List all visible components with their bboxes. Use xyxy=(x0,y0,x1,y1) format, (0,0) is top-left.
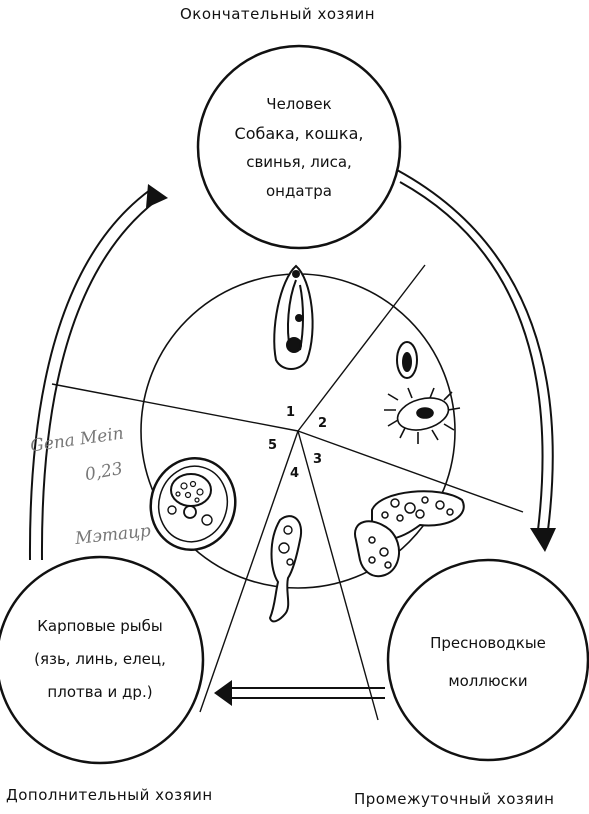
additional-host-circle xyxy=(0,555,205,765)
redia-icon xyxy=(354,490,465,578)
host-line: моллюски xyxy=(448,672,528,690)
definitive-host-circle xyxy=(196,44,402,250)
stage-number: 2 xyxy=(318,416,328,431)
egg-icon xyxy=(396,341,418,379)
adult-fluke-icon xyxy=(273,264,314,370)
sector-lines xyxy=(51,264,524,721)
intermediate-host-species: Пресноводкые моллюски xyxy=(388,624,588,700)
miracidium-icon xyxy=(384,387,461,444)
intermediate-host-label: Промежуточный хозяин xyxy=(354,790,555,808)
additional-host-label: Дополнительный хозяин xyxy=(6,786,213,804)
host-line: Человек xyxy=(266,95,332,113)
stage-number: 4 xyxy=(290,466,300,481)
stage-number: 5 xyxy=(268,438,278,453)
additional-host-species: Карповые рыбы (язь, линь, елец, плотва и… xyxy=(0,610,200,709)
host-line: ондатра xyxy=(266,182,332,200)
host-line: свинья, лиса, xyxy=(246,153,352,171)
definitive-host-species: Человек Собака, кошка, свинья, лиса, онд… xyxy=(198,90,400,206)
definitive-host-label: Окончательный хозяин xyxy=(180,5,376,23)
host-line: Собака, кошка, xyxy=(234,124,364,143)
host-line: плотва и др.) xyxy=(47,683,153,701)
stage-number: 3 xyxy=(313,452,323,467)
cycle-arrows xyxy=(28,169,556,706)
host-line: Пресноводкые xyxy=(430,634,546,652)
intermediate-host-circle xyxy=(386,558,589,762)
stage-number: 1 xyxy=(286,405,296,420)
metacercaria-icon xyxy=(149,457,237,551)
host-line: Карповые рыбы xyxy=(37,617,163,635)
host-line: (язь, линь, елец, xyxy=(34,650,166,668)
cercaria-icon xyxy=(268,515,303,623)
